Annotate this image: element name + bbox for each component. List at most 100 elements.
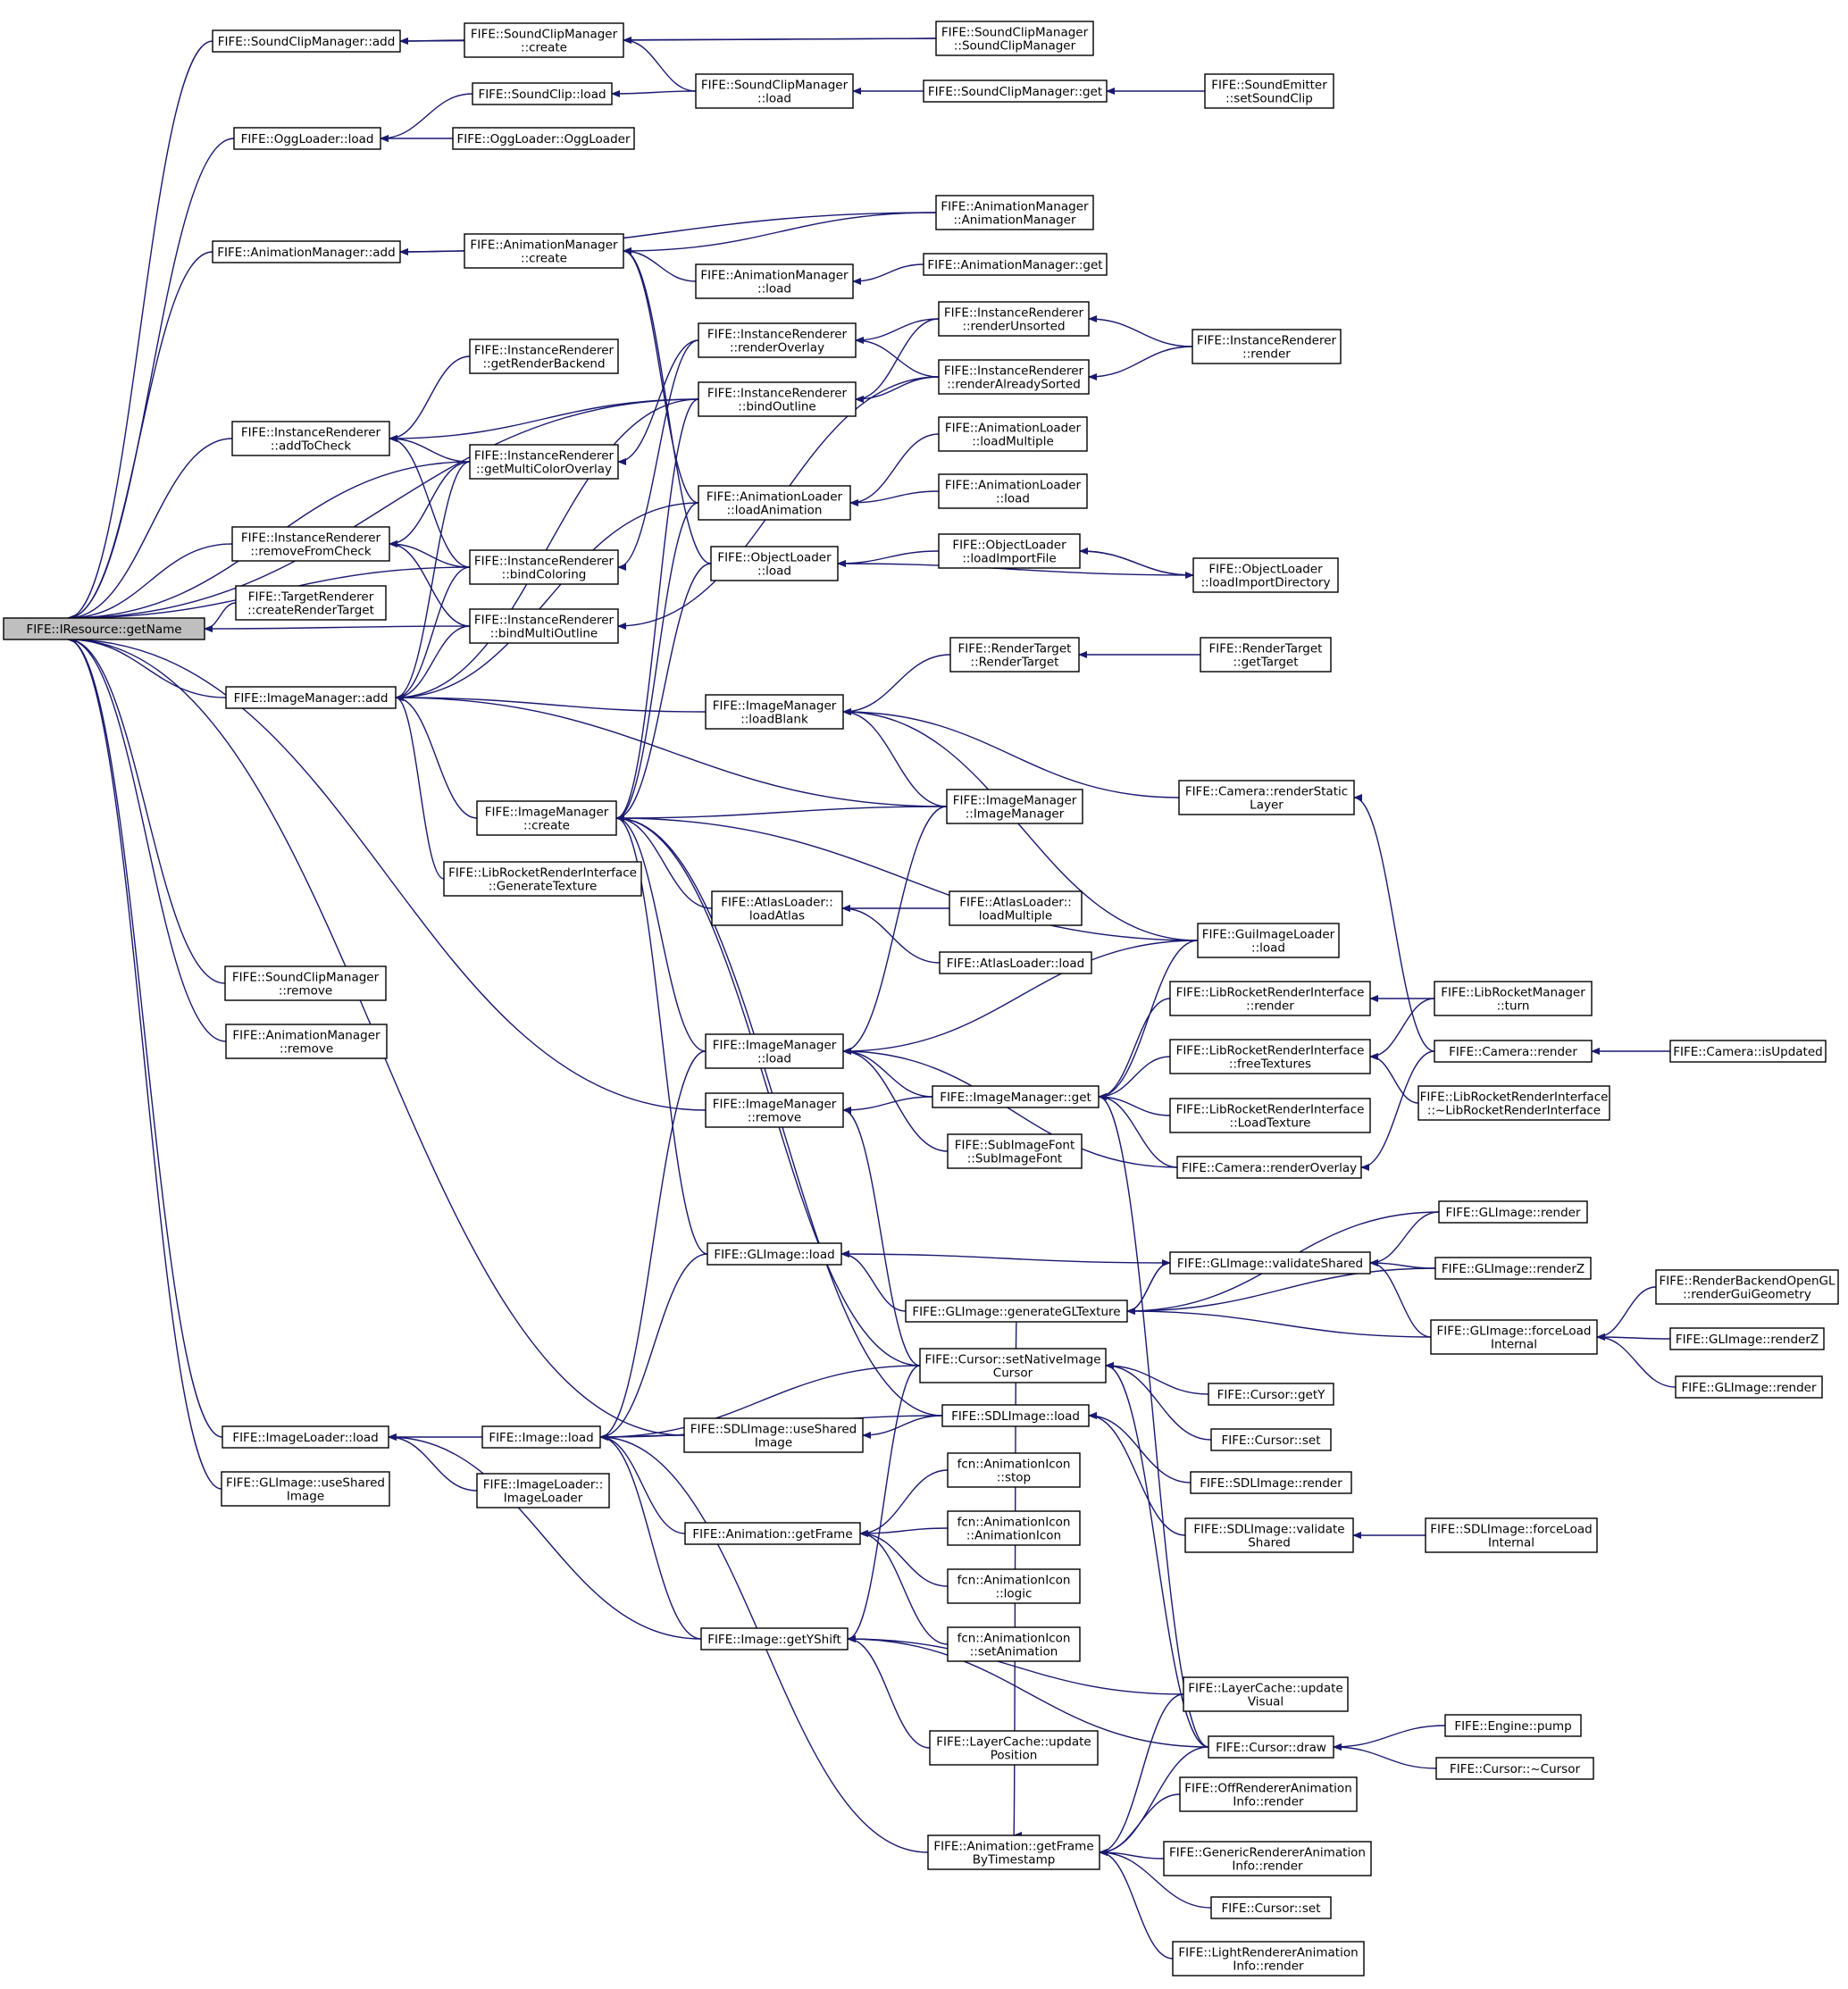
graph-node-n0[interactable]: FIFE::IResource::getName	[3, 617, 205, 640]
graph-node-gl-rz2[interactable]: FIFE::GLImage::renderZ	[1669, 1327, 1825, 1350]
graph-node-atl-load[interactable]: FIFE::AtlasLoader::load	[939, 951, 1092, 974]
graph-node-lr-render[interactable]: FIFE::LibRocketRenderInterface::render	[1169, 981, 1371, 1016]
graph-node-ai-logic[interactable]: fcn::AnimationIcon::logic	[947, 1568, 1081, 1604]
graph-node-ir-ro[interactable]: FIFE::InstanceRenderer::renderOverlay	[698, 322, 857, 358]
call-edge	[67, 636, 222, 1490]
graph-node-il-ctor[interactable]: FIFE::ImageLoader::ImageLoader	[476, 1473, 610, 1508]
graph-node-atl-la[interactable]: FIFE::AtlasLoader::loadAtlas	[711, 890, 843, 926]
graph-node-ir-ras[interactable]: FIFE::InstanceRenderer::renderAlreadySor…	[938, 359, 1090, 395]
graph-node-sc-load[interactable]: FIFE::SoundClipManager::load	[695, 73, 854, 109]
graph-node-im-load[interactable]: FIFE::ImageManager::load	[705, 1033, 844, 1069]
graph-node-tr-crt[interactable]: FIFE::TargetRenderer::createRenderTarget	[235, 585, 387, 621]
graph-node-am-create[interactable]: FIFE::AnimationManager::create	[464, 233, 624, 269]
graph-node-cam-iu[interactable]: FIFE::Camera::isUpdated	[1669, 1040, 1827, 1063]
graph-node-cam-render[interactable]: FIFE::Camera::render	[1434, 1040, 1593, 1063]
graph-node-amm-rm[interactable]: FIFE::AnimationManager::remove	[225, 1024, 388, 1059]
graph-node-ir-render[interactable]: FIFE::InstanceRenderer::render	[1192, 329, 1342, 364]
graph-node-sif-ctor[interactable]: FIFE::SubImageFont::SubImageFont	[947, 1133, 1083, 1169]
graph-node-cur-draw[interactable]: FIFE::Cursor::draw	[1208, 1735, 1334, 1759]
edge-line	[842, 940, 1199, 1055]
graph-node-ir-grb[interactable]: FIFE::InstanceRenderer::getRenderBackend	[469, 338, 619, 374]
graph-node-eng-pump[interactable]: FIFE::Engine::pump	[1444, 1714, 1582, 1737]
edge-line	[859, 1469, 949, 1537]
graph-node-im-create[interactable]: FIFE::ImageManager::create	[476, 800, 617, 836]
graph-node-ai-ctor[interactable]: fcn::AnimationIcon::AnimationIcon	[947, 1510, 1081, 1546]
graph-node-ir-bo[interactable]: FIFE::InstanceRenderer::bindOutline	[698, 381, 857, 417]
graph-node-cur-set2[interactable]: FIFE::Cursor::set	[1210, 1896, 1332, 1919]
graph-node-scm-rm[interactable]: FIFE::SoundClipManager::remove	[224, 965, 387, 1001]
graph-node-ir-bc[interactable]: FIFE::InstanceRenderer::bindColoring	[469, 549, 619, 585]
graph-node-cur-set[interactable]: FIFE::Cursor::set	[1210, 1428, 1332, 1451]
graph-node-ogg-load[interactable]: FIFE::OggLoader::load	[233, 127, 381, 150]
graph-node-sdl-load[interactable]: FIFE::SDLImage::load	[941, 1404, 1090, 1427]
call-edge	[617, 339, 699, 465]
graph-node-am-add[interactable]: FIFE::AnimationManager::add	[212, 240, 401, 263]
graph-node-al-la[interactable]: FIFE::AnimationLoader::loadAnimation	[698, 485, 851, 521]
graph-node-im-lb[interactable]: FIFE::ImageManager::loadBlank	[705, 694, 844, 730]
graph-node-ir-rfc[interactable]: FIFE::InstanceRenderer::removeFromCheck	[231, 526, 390, 562]
graph-node-sc-create[interactable]: FIFE::SoundClipManager::create	[464, 22, 624, 58]
graph-node-lrm-turn[interactable]: FIFE::LibRocketManager::turn	[1434, 981, 1593, 1016]
graph-node-lr-lt[interactable]: FIFE::LibRocketRenderInterface::LoadText…	[1169, 1098, 1371, 1133]
graph-node-cur-gety[interactable]: FIFE::Cursor::getY	[1208, 1383, 1334, 1406]
graph-node-rt-ctor[interactable]: FIFE::RenderTarget::RenderTarget	[949, 637, 1080, 673]
graph-node-grai-render[interactable]: FIFE::GenericRendererAnimationInfo::rend…	[1163, 1841, 1372, 1876]
graph-node-ol-load[interactable]: FIFE::ObjectLoader::load	[710, 546, 839, 581]
graph-node-ir-atc[interactable]: FIFE::InstanceRenderer::addToCheck	[231, 421, 390, 456]
graph-node-ai-stop[interactable]: fcn::AnimationIcon::stop	[947, 1452, 1081, 1488]
graph-node-ir-bmo[interactable]: FIFE::InstanceRenderer::bindMultiOutline	[469, 608, 619, 644]
graph-node-ogg-ctor[interactable]: FIFE::OggLoader::OggLoader	[452, 127, 635, 150]
graph-node-rbgl-rgg[interactable]: FIFE::RenderBackendOpenGL::renderGuiGeom…	[1655, 1269, 1839, 1305]
graph-node-lr-dtor[interactable]: FIFE::LibRocketRenderInterface::~LibRock…	[1417, 1085, 1610, 1121]
graph-node-ol-lif[interactable]: FIFE::ObjectLoader::loadImportFile	[938, 533, 1081, 569]
graph-node-il-load[interactable]: FIFE::ImageLoader::load	[222, 1425, 389, 1449]
graph-node-sdl-vs[interactable]: FIFE::SDLImage::validateShared	[1184, 1517, 1354, 1553]
graph-node-sc-get[interactable]: FIFE::SoundClipManager::get	[923, 79, 1108, 103]
graph-node-ir-ru[interactable]: FIFE::InstanceRenderer::renderUnsorted	[938, 301, 1090, 337]
graph-node-cur-dtor[interactable]: FIFE::Cursor::~Cursor	[1435, 1757, 1594, 1780]
graph-node-am-ctor[interactable]: FIFE::AnimationManager::AnimationManager	[935, 195, 1094, 230]
graph-node-lr-gt[interactable]: FIFE::LibRocketRenderInterface::Generate…	[443, 861, 642, 897]
graph-node-im-add[interactable]: FIFE::ImageManager::add	[225, 686, 397, 709]
graph-node-gl-ggt[interactable]: FIFE::GLImage::generateGLTexture	[905, 1300, 1128, 1323]
graph-node-sc-add[interactable]: FIFE::SoundClipManager::add	[212, 29, 401, 53]
graph-node-atl-lm[interactable]: FIFE::AtlasLoader::loadMultiple	[949, 890, 1083, 926]
graph-node-img-gys[interactable]: FIFE::Image::getYShift	[700, 1627, 849, 1651]
graph-node-sdl-render[interactable]: FIFE::SDLImage::render	[1190, 1471, 1352, 1494]
graph-node-gl-render[interactable]: FIFE::GLImage::render	[1438, 1200, 1588, 1224]
graph-node-ir-gmco[interactable]: FIFE::InstanceRenderer::getMultiColorOve…	[469, 444, 619, 480]
graph-node-im-rm[interactable]: FIFE::ImageManager::remove	[705, 1092, 844, 1128]
graph-node-lr-ft[interactable]: FIFE::LibRocketRenderInterface::freeText…	[1169, 1039, 1371, 1074]
graph-node-cam-ro[interactable]: FIFE::Camera::renderOverlay	[1176, 1156, 1362, 1179]
graph-node-gil-load[interactable]: FIFE::GuiImageLoader::load	[1197, 923, 1340, 958]
graph-node-gl-load[interactable]: FIFE::GLImage::load	[707, 1242, 842, 1266]
graph-node-ol-lid[interactable]: FIFE::ObjectLoader::loadImportDirectory	[1192, 557, 1339, 593]
graph-node-ai-sa[interactable]: fcn::AnimationIcon::setAnimation	[947, 1626, 1081, 1662]
graph-node-sclip-load[interactable]: FIFE::SoundClip::load	[472, 82, 613, 105]
graph-node-al-lm[interactable]: FIFE::AnimationLoader::loadMultiple	[938, 416, 1088, 452]
graph-node-img-load[interactable]: FIFE::Image::load	[481, 1425, 601, 1449]
graph-node-gl-render2[interactable]: FIFE::GLImage::render	[1675, 1375, 1823, 1399]
graph-node-sc-ctor[interactable]: FIFE::SoundClipManager::SoundClipManager	[935, 21, 1094, 56]
graph-node-gl-rz[interactable]: FIFE::GLImage::renderZ	[1434, 1257, 1592, 1280]
graph-node-im-get[interactable]: FIFE::ImageManager::get	[932, 1085, 1100, 1108]
graph-node-gl-vs[interactable]: FIFE::GLImage::validateShared	[1169, 1251, 1371, 1274]
graph-node-am-get[interactable]: FIFE::AnimationManager::get	[923, 253, 1108, 276]
graph-node-se-set[interactable]: FIFE::SoundEmitter::setSoundClip	[1204, 73, 1334, 109]
graph-node-al-load[interactable]: FIFE::AnimationLoader::load	[938, 473, 1088, 509]
graph-node-am-load[interactable]: FIFE::AnimationManager::load	[695, 263, 854, 299]
graph-node-im-ctor[interactable]: FIFE::ImageManager::ImageManager	[946, 789, 1083, 824]
graph-node-ani-gf[interactable]: FIFE::Animation::getFrame	[684, 1522, 861, 1545]
graph-node-rt-gt[interactable]: FIFE::RenderTarget::getTarget	[1200, 637, 1332, 673]
